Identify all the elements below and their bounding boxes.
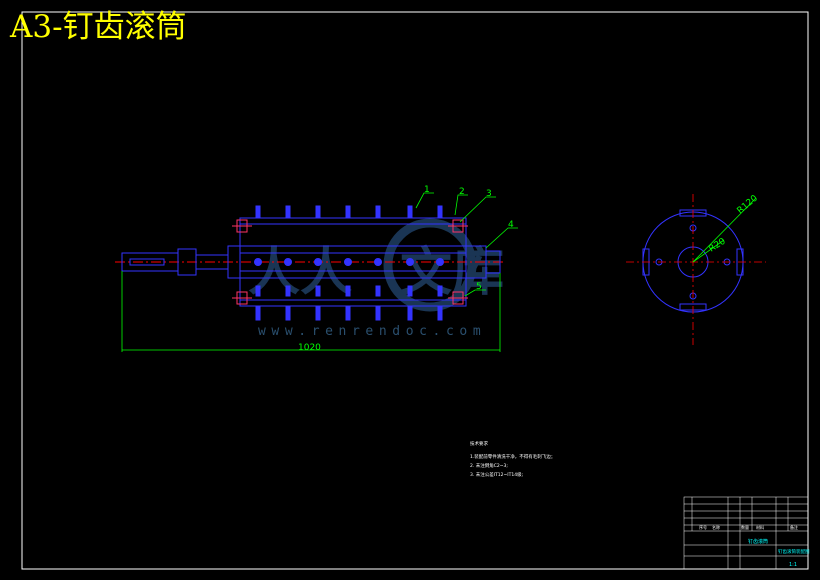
notes-line-3: 3. 未注公差IT12~IT14级;: [470, 473, 524, 478]
bolts: [232, 219, 468, 305]
title-block-part-name: 钉齿滚筒: [748, 538, 768, 545]
title-block-label-no: 序号: [699, 524, 707, 530]
title-block: [683, 496, 809, 570]
svg-text:人人: 人人: [248, 242, 352, 303]
balloon-labels: 1 2 3 4 5: [424, 185, 514, 292]
title-block-label-material: 材料: [756, 524, 764, 530]
radius-leaders: [692, 197, 757, 263]
title-block-label-remark: 备注: [790, 524, 798, 530]
balloon-5: 5: [476, 282, 482, 292]
balloon-1: 1: [424, 185, 430, 195]
dimension-overall-length: 1020: [298, 343, 321, 353]
shaft-right: [485, 250, 501, 274]
leader-lines: [415, 192, 518, 297]
sheet-title: A3-钉齿滚筒: [10, 9, 187, 45]
balloon-2: 2: [459, 187, 465, 197]
watermark-url: www.renrendoc.com: [258, 324, 487, 339]
title-block-scale: 1:1: [789, 562, 797, 568]
title-block-label-qty: 数量: [741, 524, 749, 530]
title-block-label-name: 名称: [712, 524, 720, 530]
keyway: [129, 258, 165, 266]
technical-notes: 技术要求 1.装配前零件清洗干净，不得有毛刺飞边； 2. 未注倒角C2~3; 3…: [470, 440, 555, 480]
drawing-frame: [21, 11, 809, 570]
roller-front-view: [115, 217, 505, 307]
spike-teeth: [254, 205, 444, 321]
notes-line-1: 1.装配前零件清洗干净，不得有毛刺飞边；: [470, 455, 556, 460]
side-view-centerlines: [626, 194, 766, 345]
title-block-text: 序号 名称 数量 材料 备注 钉齿滚筒 钉齿滚筒装配图 1:1: [699, 524, 810, 568]
balloon-3: 3: [486, 189, 492, 199]
overall-dimension: [121, 271, 501, 352]
notes-line-2: 2. 未注倒角C2~3;: [470, 464, 508, 469]
title-block-drawing-name: 钉齿滚筒装配图: [778, 548, 810, 555]
balloon-4: 4: [508, 220, 514, 230]
notes-heading: 技术要求: [470, 442, 488, 447]
